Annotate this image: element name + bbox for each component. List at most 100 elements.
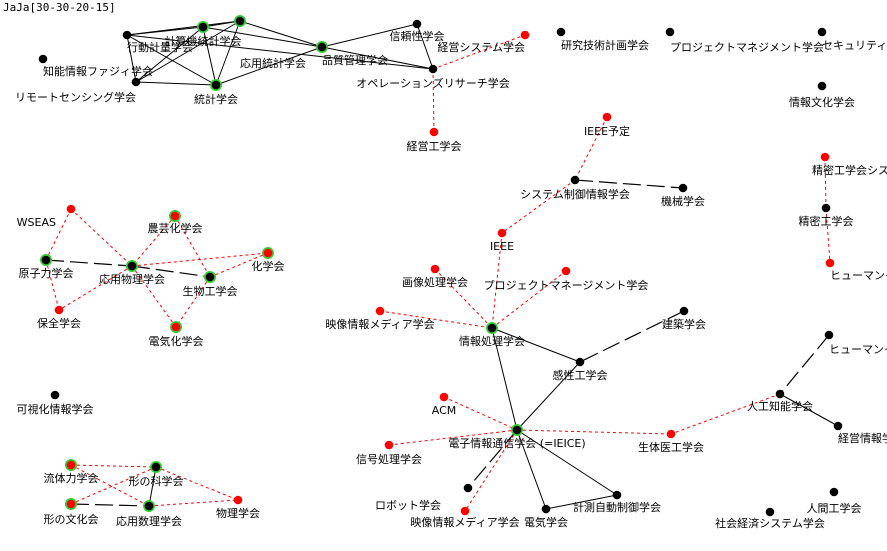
node-label-remote: リモートセンシング学会	[15, 90, 136, 104]
node-projman2[interactable]	[561, 266, 571, 276]
node-butsuri[interactable]	[233, 495, 243, 505]
node-shakai[interactable]	[765, 507, 775, 517]
edge-kenchiku-kansei	[579, 310, 685, 363]
edge-kodo-or	[126, 34, 434, 70]
node-johobunka[interactable]	[817, 81, 827, 91]
node-kashika[interactable]	[50, 390, 60, 400]
node-hozen[interactable]	[54, 305, 64, 315]
node-katachikagaku[interactable]	[150, 461, 162, 473]
node-ieice[interactable]	[511, 424, 523, 436]
node-kenkyu[interactable]	[556, 27, 566, 37]
edge-katachikagaku-oyosuri	[148, 466, 157, 507]
node-label-ieice: 電子情報通信学会 (=IEICE)	[448, 436, 585, 450]
node-label-kenkyu: 研究技術計画学会	[561, 38, 649, 52]
node-seimitsu[interactable]	[821, 203, 831, 213]
node-seibutsu[interactable]	[204, 271, 216, 283]
node-seitai[interactable]	[666, 429, 676, 439]
node-label-ningen: 人間工学会	[807, 501, 862, 515]
edge-hinshitsu-shinrai	[321, 23, 418, 48]
node-gazo[interactable]	[430, 264, 440, 274]
node-keieiko[interactable]	[429, 127, 439, 137]
edge-ieice-keisoku	[516, 429, 618, 496]
node-dot	[487, 323, 497, 333]
node-dot	[820, 152, 830, 162]
node-dot	[817, 27, 827, 37]
node-dot	[463, 483, 473, 493]
node-kagaku[interactable]	[262, 247, 274, 259]
node-dot	[821, 203, 831, 213]
node-kodo[interactable]	[122, 30, 132, 40]
node-eizo2[interactable]	[460, 506, 470, 516]
node-kikai[interactable]	[678, 183, 688, 193]
node-denki[interactable]	[170, 321, 182, 333]
node-keisanki[interactable]	[197, 21, 209, 33]
node-jinko[interactable]	[775, 389, 785, 399]
edge-kodo-remote	[126, 34, 137, 83]
node-denkiG[interactable]	[541, 504, 551, 514]
node-label-oyotokei: 応用統計学会	[240, 56, 306, 70]
node-eizo1[interactable]	[375, 306, 385, 316]
node-sysctrl[interactable]	[570, 175, 580, 185]
node-johoshori[interactable]	[486, 322, 498, 334]
node-layer	[38, 15, 843, 517]
node-label-kikai: 機械学会	[661, 194, 705, 208]
node-dot	[520, 30, 530, 40]
node-dot	[602, 112, 612, 122]
node-or[interactable]	[428, 64, 438, 74]
edge-ieice-eizo2	[464, 429, 518, 512]
node-katachibunka[interactable]	[65, 498, 77, 510]
node-label-ieeeyotei: IEEE予定	[584, 124, 630, 138]
edge-humaninter2-jinko	[779, 334, 830, 395]
edge-remote-tokei	[135, 81, 217, 86]
node-fuzzy[interactable]	[38, 54, 48, 64]
node-dot	[375, 306, 385, 316]
node-humaninter1[interactable]	[825, 258, 835, 268]
node-label-projman1: プロジェクトマネジメント学会	[670, 40, 824, 54]
edge-seibutsu-denki	[175, 276, 211, 328]
node-projman1[interactable]	[665, 27, 675, 37]
node-oyosuri[interactable]	[143, 500, 155, 512]
edge-kansei-ieice	[516, 361, 581, 431]
node-dot	[824, 330, 834, 340]
node-dot	[205, 272, 215, 282]
node-hinshitsu[interactable]	[316, 41, 328, 53]
node-label-kashika: 可視化情報学会	[17, 402, 94, 416]
edge-seibutsu-kagaku	[209, 252, 269, 278]
node-dot	[765, 507, 775, 517]
node-ieeeyotei[interactable]	[602, 112, 612, 122]
node-dot	[439, 392, 449, 402]
node-seimitsusys[interactable]	[820, 152, 830, 162]
node-keisoku[interactable]	[612, 490, 622, 500]
edge-keisanki-remote	[135, 26, 204, 83]
node-shingo[interactable]	[384, 440, 394, 450]
node-dot	[556, 27, 566, 37]
edge-katachikagaku-butsuri	[155, 466, 239, 501]
node-label-keieijoho: 経営情報学会	[838, 431, 887, 445]
edge-oyotokei-tokei	[215, 20, 241, 86]
node-label-fuzzy: 知能情報ファジィ学会	[43, 64, 153, 78]
node-kenchiku[interactable]	[679, 306, 689, 316]
node-oyotokei[interactable]	[234, 15, 246, 27]
node-nogei[interactable]	[169, 210, 181, 222]
node-ryutai[interactable]	[65, 459, 77, 471]
node-acm[interactable]	[439, 392, 449, 402]
node-shinrai[interactable]	[412, 19, 422, 29]
node-label-humaninter1: ヒューマンインターフェイス学会	[830, 268, 887, 282]
node-wseas[interactable]	[66, 204, 76, 214]
node-remote[interactable]	[131, 77, 141, 87]
node-ieee[interactable]	[497, 228, 507, 238]
node-humaninter2[interactable]	[824, 330, 834, 340]
node-kansei[interactable]	[575, 357, 585, 367]
node-label-kenchiku: 建築学会	[662, 317, 706, 331]
node-tokei[interactable]	[210, 79, 222, 91]
node-dot	[430, 264, 440, 274]
node-oyobutsuri[interactable]	[126, 260, 138, 272]
node-security[interactable]	[817, 27, 827, 37]
node-ningen[interactable]	[829, 487, 839, 497]
node-keieijoho[interactable]	[833, 421, 843, 431]
edge-eizo1-johoshori	[379, 310, 493, 329]
node-keieisys[interactable]	[520, 30, 530, 40]
node-robot[interactable]	[463, 483, 473, 493]
edge-seimitsusys-seimitsu	[824, 156, 827, 209]
node-genshi[interactable]	[40, 254, 52, 266]
